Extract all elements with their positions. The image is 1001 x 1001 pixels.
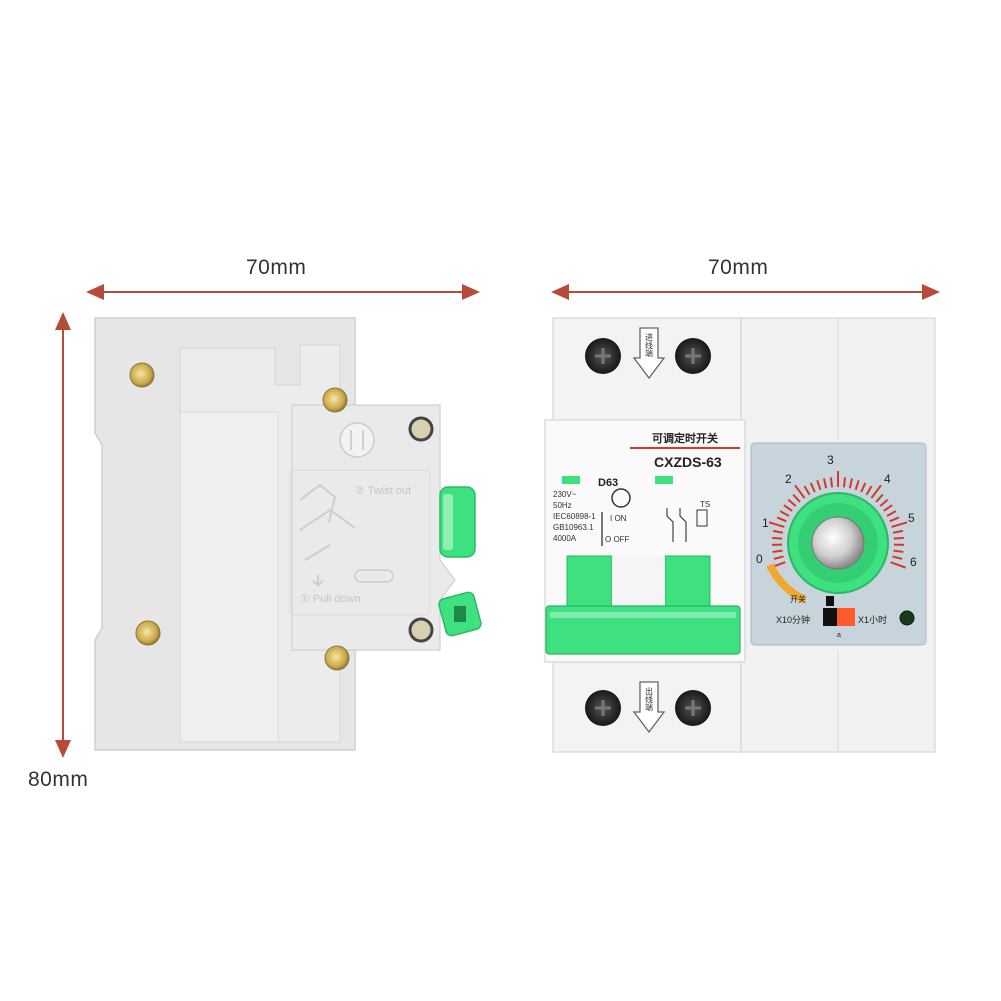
dial-tick <box>779 510 790 517</box>
dial-tick <box>892 555 903 560</box>
spec-line-2: 50Hz <box>553 501 572 510</box>
dial-number-4: 4 <box>884 472 891 486</box>
spec-line-3: IEC60898-1 <box>553 512 596 521</box>
front-view: 进线端 出线端 可调定时开关 CXZDS-63 D63 230V~ 50Hz I… <box>544 317 936 753</box>
schematic-label: TS <box>700 500 710 509</box>
model-name: CXZDS-63 <box>654 454 722 470</box>
dial-tick <box>787 498 797 507</box>
rating-label: D63 <box>598 477 618 489</box>
dial-tick <box>870 484 882 499</box>
out-terminal-label: 出线端 <box>645 686 654 712</box>
dial-tick <box>842 477 847 488</box>
dial-tick <box>823 478 828 489</box>
in-terminal-label: 进线端 <box>645 333 654 358</box>
dial-tick <box>883 504 893 512</box>
dial-number-3: 3 <box>827 453 834 467</box>
dial-tick <box>772 536 783 540</box>
dial-tick <box>773 555 784 560</box>
spec-line-1: 230V~ <box>553 490 577 499</box>
dial-tick <box>892 529 904 534</box>
dial-tick <box>865 485 873 496</box>
on-label: I ON <box>610 514 627 523</box>
dial-number-0: 0 <box>756 552 763 566</box>
dial-tick <box>893 536 904 540</box>
dial-number-6: 6 <box>910 555 917 569</box>
mode-right-label: X1小时 <box>858 614 887 625</box>
dial-tick <box>776 516 787 523</box>
side-step1-text: ② Twist out <box>355 485 411 497</box>
switch-label: 开关 <box>790 594 806 604</box>
dial-tick <box>893 549 904 553</box>
side-view: ① Pull down ② Twist out <box>94 317 482 751</box>
dial-tick <box>816 480 822 491</box>
dial-tick <box>854 480 860 491</box>
height-label: 80mm <box>28 768 89 791</box>
dial-tick <box>809 482 816 493</box>
dial-tick <box>886 510 897 517</box>
side-step2-text: ① Pull down <box>300 593 361 605</box>
dial-tick <box>792 493 801 503</box>
dial-tick <box>783 504 793 512</box>
dial-tick <box>803 485 811 496</box>
dial-tick <box>860 482 867 493</box>
dial-tick <box>889 516 900 523</box>
dial-number-2: 2 <box>785 472 792 486</box>
front-width-label: 70mm <box>708 256 769 279</box>
dial-tick <box>879 498 889 507</box>
spec-line-4: GB10963.1 <box>553 523 594 532</box>
dial-tick <box>891 521 908 528</box>
dial-tick <box>768 521 785 528</box>
mode-dot-label: a <box>837 632 841 639</box>
off-label: O OFF <box>605 535 630 544</box>
dial-ticks <box>768 471 908 569</box>
dial-tick <box>829 477 834 488</box>
dial-tick <box>772 549 783 553</box>
dial-tick <box>848 478 853 489</box>
dial-tick <box>794 484 806 499</box>
dial-tick <box>890 561 906 569</box>
dial-tick <box>772 529 784 534</box>
title-cn: 可调定时开关 <box>652 431 718 445</box>
dial-number-1: 1 <box>762 516 769 530</box>
dial-number-5: 5 <box>908 511 915 525</box>
spec-line-5: 4000A <box>553 534 577 543</box>
dial-tick <box>875 493 884 503</box>
mode-left-label: X10分钟 <box>776 614 810 625</box>
side-width-label: 70mm <box>246 256 307 279</box>
